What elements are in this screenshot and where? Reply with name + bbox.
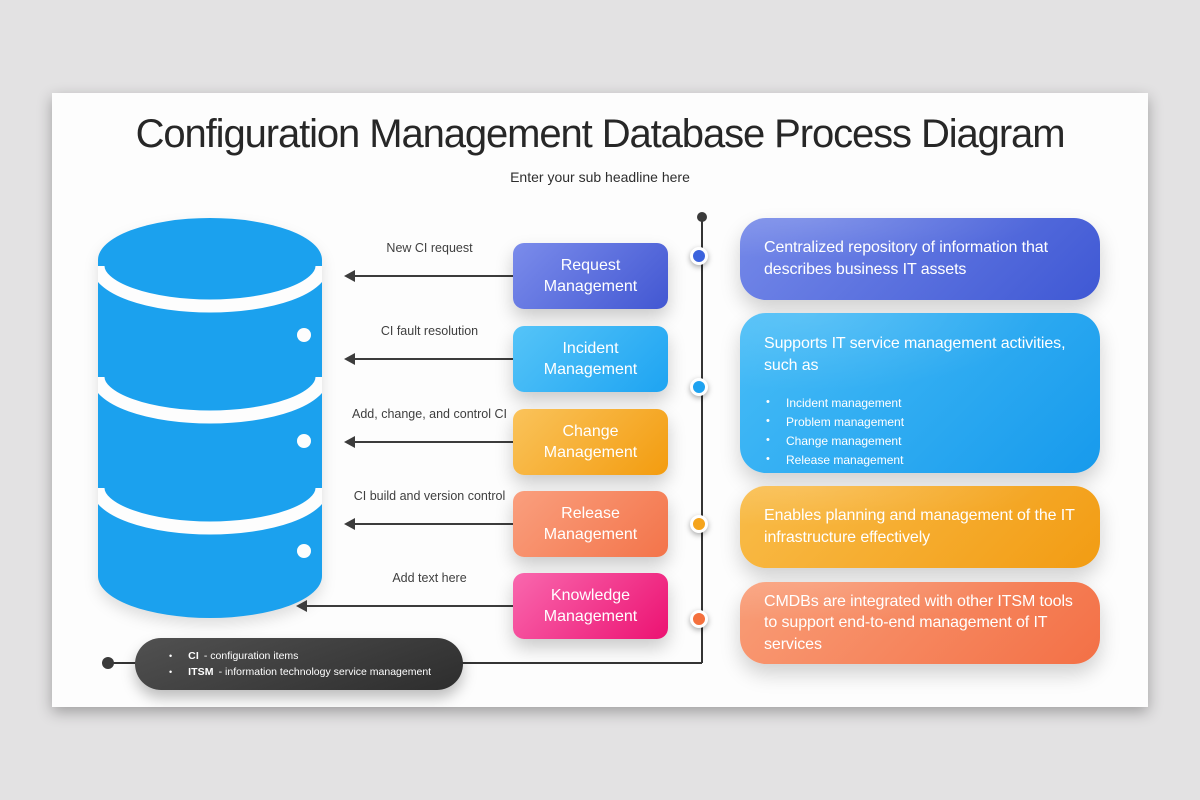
arrow-label[interactable]: CI build and version control xyxy=(353,489,506,503)
bullet-item: Release management xyxy=(764,451,1076,470)
legend-term: CI xyxy=(188,650,199,662)
info-card-text: Centralized repository of information th… xyxy=(764,239,1048,278)
info-card-planning[interactable]: Enables planning and management of the I… xyxy=(740,486,1100,568)
database-icon[interactable] xyxy=(98,218,322,618)
timeline-dot-blue xyxy=(690,247,708,265)
info-card-integration[interactable]: CMDBs are integrated with other ITSM too… xyxy=(740,582,1100,664)
arrow-label[interactable]: Add text here xyxy=(392,571,467,585)
info-card-heading: Supports IT service management activitie… xyxy=(764,335,1066,375)
timeline-dot-amber xyxy=(690,515,708,533)
legend-item-itsm: ITSM - information technology service ma… xyxy=(169,666,463,678)
legend-definition: - information technology service managem… xyxy=(218,666,432,678)
info-card-text: CMDBs are integrated with other ITSM too… xyxy=(764,592,1073,653)
arrow-release-to-db xyxy=(344,518,513,530)
arrow-knowledge-to-db xyxy=(296,600,513,612)
arrow-label[interactable]: Add, change, and control CI xyxy=(352,407,507,421)
process-box-label: Release Management xyxy=(543,504,638,543)
legend-definition: - configuration items xyxy=(203,650,299,662)
arrow-label[interactable]: New CI request xyxy=(386,241,473,255)
page-title[interactable]: Configuration Management Database Proces… xyxy=(135,112,1066,156)
info-card-repository[interactable]: Centralized repository of information th… xyxy=(740,218,1100,300)
process-box-incident[interactable]: Incident Management xyxy=(513,326,668,392)
bullet-item: Incident management xyxy=(764,394,1076,413)
legend-term: ITSM xyxy=(188,666,214,678)
slide-canvas: Configuration Management Database Proces… xyxy=(52,93,1148,707)
process-box-release[interactable]: Release Management xyxy=(513,491,668,557)
legend-item-ci: CI - configuration items xyxy=(169,650,463,662)
process-box-label: Incident Management xyxy=(543,339,638,378)
bullet-item: Problem management xyxy=(764,413,1076,432)
process-box-knowledge[interactable]: Knowledge Management xyxy=(513,573,668,639)
timeline-dot-orange xyxy=(690,610,708,628)
process-box-label: Knowledge Management xyxy=(543,586,638,625)
arrow-incident-to-db xyxy=(344,353,513,365)
arrow-change-to-db xyxy=(344,436,513,448)
info-card-bullet-list: Incident management Problem management C… xyxy=(764,394,1076,471)
info-card-itsm-activities[interactable]: Supports IT service management activitie… xyxy=(740,313,1100,473)
timeline-vertical-line xyxy=(701,217,703,663)
page-subtitle[interactable]: Enter your sub headline here xyxy=(510,169,690,185)
process-box-request[interactable]: Request Management xyxy=(513,243,668,309)
legend-box[interactable]: CI - configuration items ITSM - informat… xyxy=(135,638,463,690)
timeline-start-dot xyxy=(697,212,707,222)
arrow-label[interactable]: CI fault resolution xyxy=(380,324,479,338)
arrow-request-to-db xyxy=(344,270,513,282)
bullet-item: Change management xyxy=(764,432,1076,451)
timeline-end-dot xyxy=(102,657,114,669)
process-box-label: Request Management xyxy=(543,256,638,295)
process-box-label: Change Management xyxy=(543,422,638,461)
timeline-dot-lightblue xyxy=(690,378,708,396)
process-box-change[interactable]: Change Management xyxy=(513,409,668,475)
info-card-text: Enables planning and management of the I… xyxy=(764,507,1075,546)
